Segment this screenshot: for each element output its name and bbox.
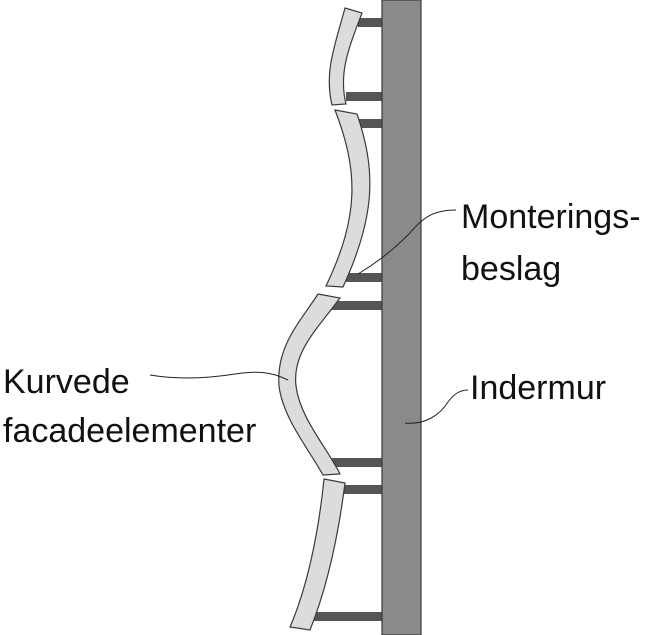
label-mounting-line1: Monterings- [461,198,641,236]
facade-panels [278,7,371,631]
facade-panel-4 [289,478,346,631]
bracket-2 [346,92,384,101]
facade-panel-3 [278,293,342,476]
bracket-8 [312,612,384,621]
leader-line-mounting [357,209,457,275]
leader-line-curved [149,371,289,381]
facade-panel-2 [325,109,371,288]
inner-wall [381,0,422,635]
bracket-5 [330,301,384,310]
bracket-4 [336,273,384,282]
bracket-3 [352,119,384,128]
bracket-1 [358,18,384,27]
label-mounting-line2: beslag [461,250,561,288]
mounting-brackets [312,18,384,621]
bracket-6 [332,458,384,467]
label-inner-wall: Indermur [470,369,606,407]
bracket-7 [336,485,384,494]
label-curved-line2: facadeelementer [3,412,256,450]
leader-line-inner-wall [404,389,469,424]
facade-panel-1 [328,7,363,106]
label-curved-line1: Kurvede [3,363,130,401]
